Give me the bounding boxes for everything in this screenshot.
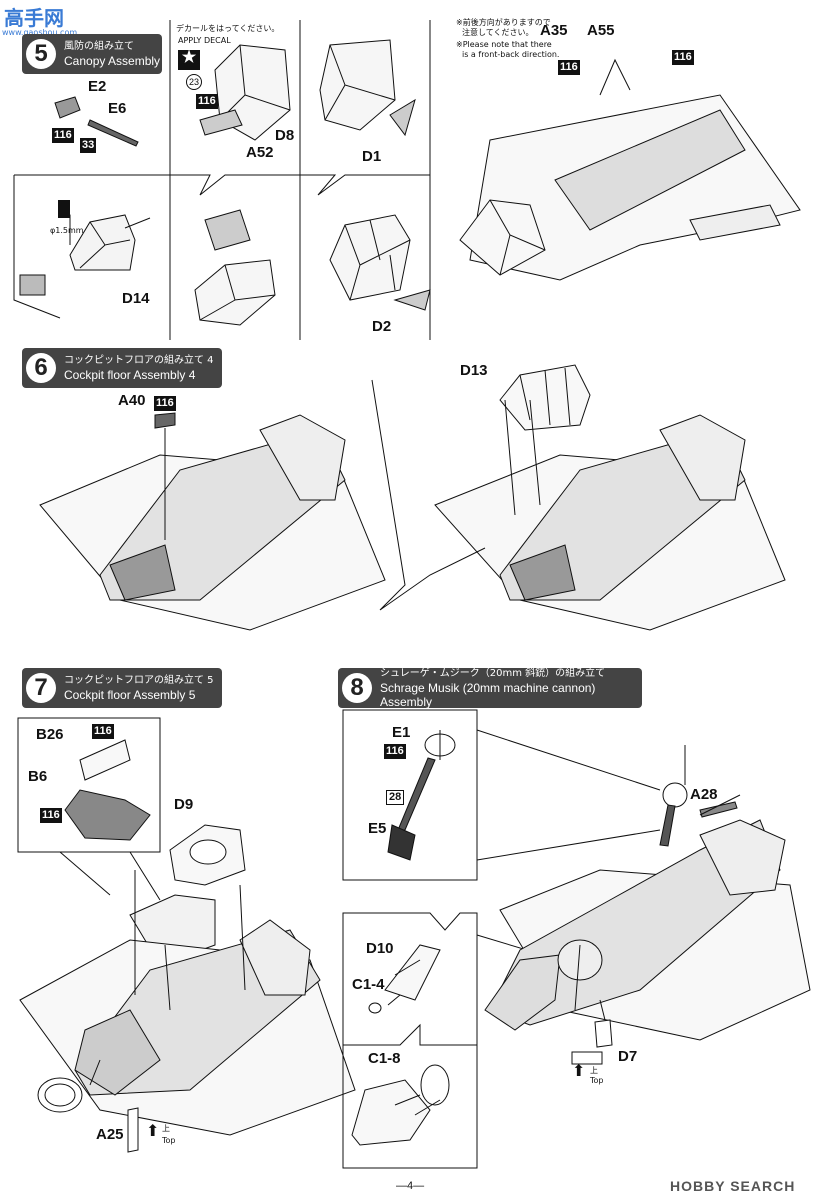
direction-note-jp1: ※前後方向がありますので (456, 18, 551, 27)
step6-header: 6 コックピットフロアの組み立て 4 Cockpit floor Assembl… (22, 348, 222, 388)
direction-note-en2: is a front-back direction. (462, 50, 560, 59)
label-e2: E2 (88, 78, 107, 95)
step8-title-jp: シュレーゲ・ムジーク（20mm 斜銃）の組み立て (380, 668, 606, 679)
label-d2: D2 (372, 318, 392, 335)
label-b26: B26 (36, 726, 64, 743)
step6-drawings (39, 364, 786, 631)
label-b6: B6 (28, 768, 48, 785)
step7-top-jp: 上 (162, 1124, 170, 1133)
decal-note-en: APPLY DECAL (178, 36, 231, 45)
label-d7: D7 (618, 1048, 638, 1065)
direction-note-jp2: 注意してください。 (462, 28, 534, 37)
step8-top-jp: 上 (590, 1066, 598, 1075)
label-a52: A52 (246, 144, 274, 161)
label-d9: D9 (174, 796, 194, 813)
paint-116-a40: 116 (154, 396, 176, 411)
paint-116-b26: 116 (92, 724, 114, 739)
step7-title-en: Cockpit floor Assembly 5 (64, 688, 196, 702)
drill-icon (58, 200, 70, 218)
label-a28: A28 (690, 786, 718, 803)
step5-title-en: Canopy Assembly (64, 54, 161, 68)
decal-number: 23 (186, 74, 202, 90)
paint-116-a55: 116 (672, 50, 694, 65)
label-c1-8: C1-8 (368, 1050, 401, 1067)
paint-116-a52: 116 (196, 94, 218, 109)
step7-number: 7 (26, 673, 56, 703)
hobbysearch-logo: HOBBY SEARCH (670, 1178, 796, 1194)
step5-number: 5 (26, 39, 56, 69)
label-d10: D10 (366, 940, 394, 957)
label-a35: A35 (540, 22, 568, 39)
paint-116-e1: 116 (384, 744, 406, 759)
label-e5: E5 (368, 820, 387, 837)
decal-note-jp: デカールをはってください。 (176, 24, 280, 33)
step8-number: 8 (342, 673, 372, 703)
step8-header: 8 シュレーゲ・ムジーク（20mm 斜銃）の組み立て Schrage Musik… (338, 668, 642, 709)
paint-116-b6: 116 (40, 808, 62, 823)
drill-size: φ1.5mm (50, 226, 84, 235)
label-d8: D8 (275, 127, 295, 144)
step6-number: 6 (26, 353, 56, 383)
paint-33: 33 (80, 138, 97, 153)
label-c1-4: C1-4 (352, 976, 385, 993)
label-a40: A40 (118, 392, 146, 409)
watermark-url: www.gaoshou.com (2, 28, 78, 37)
label-a25: A25 (96, 1126, 124, 1143)
label-e6: E6 (108, 100, 127, 117)
paint-116-a35: 116 (558, 60, 580, 75)
step8-title-en: Schrage Musik (20mm machine cannon) Asse… (380, 681, 596, 709)
label-d1: D1 (362, 148, 382, 165)
step5-frames (13, 20, 801, 340)
decal-star-icon: ★ (178, 50, 200, 70)
paint-28-e5: 28 (386, 790, 405, 805)
page-number: —4— (396, 1180, 425, 1192)
label-d13: D13 (460, 362, 488, 379)
step8-top-arrow-icon: ⬆ (572, 1061, 586, 1080)
label-e1: E1 (392, 724, 411, 741)
step7-top-en: Top (162, 1136, 176, 1145)
label-d14: D14 (122, 290, 150, 307)
label-a55: A55 (587, 22, 615, 39)
step5-header: 5 風防の組み立て Canopy Assembly (22, 34, 162, 74)
step7-header: 7 コックピットフロアの組み立て 5 Cockpit floor Assembl… (22, 668, 222, 708)
step8-top-en: Top (590, 1076, 604, 1085)
step6-title-jp: コックピットフロアの組み立て 4 (64, 355, 214, 366)
direction-note-en1: ※Please note that there (456, 40, 552, 49)
paint-116-e2: 116 (52, 128, 74, 143)
watermark-text: 高手网 (4, 8, 64, 30)
step5-title-jp: 風防の組み立て (64, 41, 134, 52)
step7-top-arrow-icon: ⬆ (146, 1121, 160, 1140)
step7-title-jp: コックピットフロアの組み立て 5 (64, 675, 214, 686)
step6-title-en: Cockpit floor Assembly 4 (64, 368, 196, 382)
